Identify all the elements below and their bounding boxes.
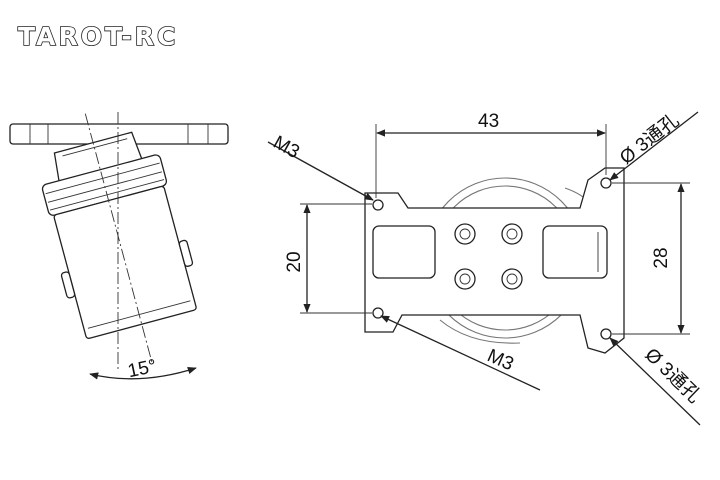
mounting-holes (372, 177, 612, 340)
thread-callout-top: M3 (267, 132, 374, 201)
plate-window-right (542, 225, 608, 279)
clamp-plate (9, 123, 229, 145)
front-view: 43 20 28 M3 M3 Ø 3通孔 (267, 109, 706, 426)
angle-arc (89, 367, 197, 380)
thread-callout-bottom: M3 (380, 315, 541, 391)
hole-bottom-right-label: Ø 3通孔 (641, 344, 706, 407)
hole-callout-top: Ø 3通孔 (609, 109, 699, 181)
tilt-angle-label: 15° (126, 356, 158, 383)
motor-body (41, 113, 197, 365)
right-spacing-dimension: 28 (612, 182, 690, 335)
side-view: 15° (9, 112, 229, 383)
left-spacing-dimension: 20 (284, 203, 372, 314)
thread-bottom-label: M3 (484, 345, 517, 375)
hole-callout-bottom: Ø 3通孔 (609, 337, 706, 426)
width-label: 43 (478, 111, 499, 132)
brand-logo: TAROT-RC (18, 22, 178, 51)
plate-window-left (372, 225, 436, 279)
hole-top-left (372, 199, 384, 211)
right-spacing-label: 28 (651, 247, 672, 268)
width-dimension: 43 (375, 111, 607, 198)
mount-plate (364, 167, 625, 354)
hole-bottom-left (372, 307, 384, 319)
hole-bottom-right (600, 328, 612, 340)
center-screws (454, 223, 523, 290)
left-spacing-label: 20 (284, 251, 305, 272)
hole-top-right (600, 177, 612, 189)
hole-top-right-label: Ø 3通孔 (616, 109, 684, 169)
